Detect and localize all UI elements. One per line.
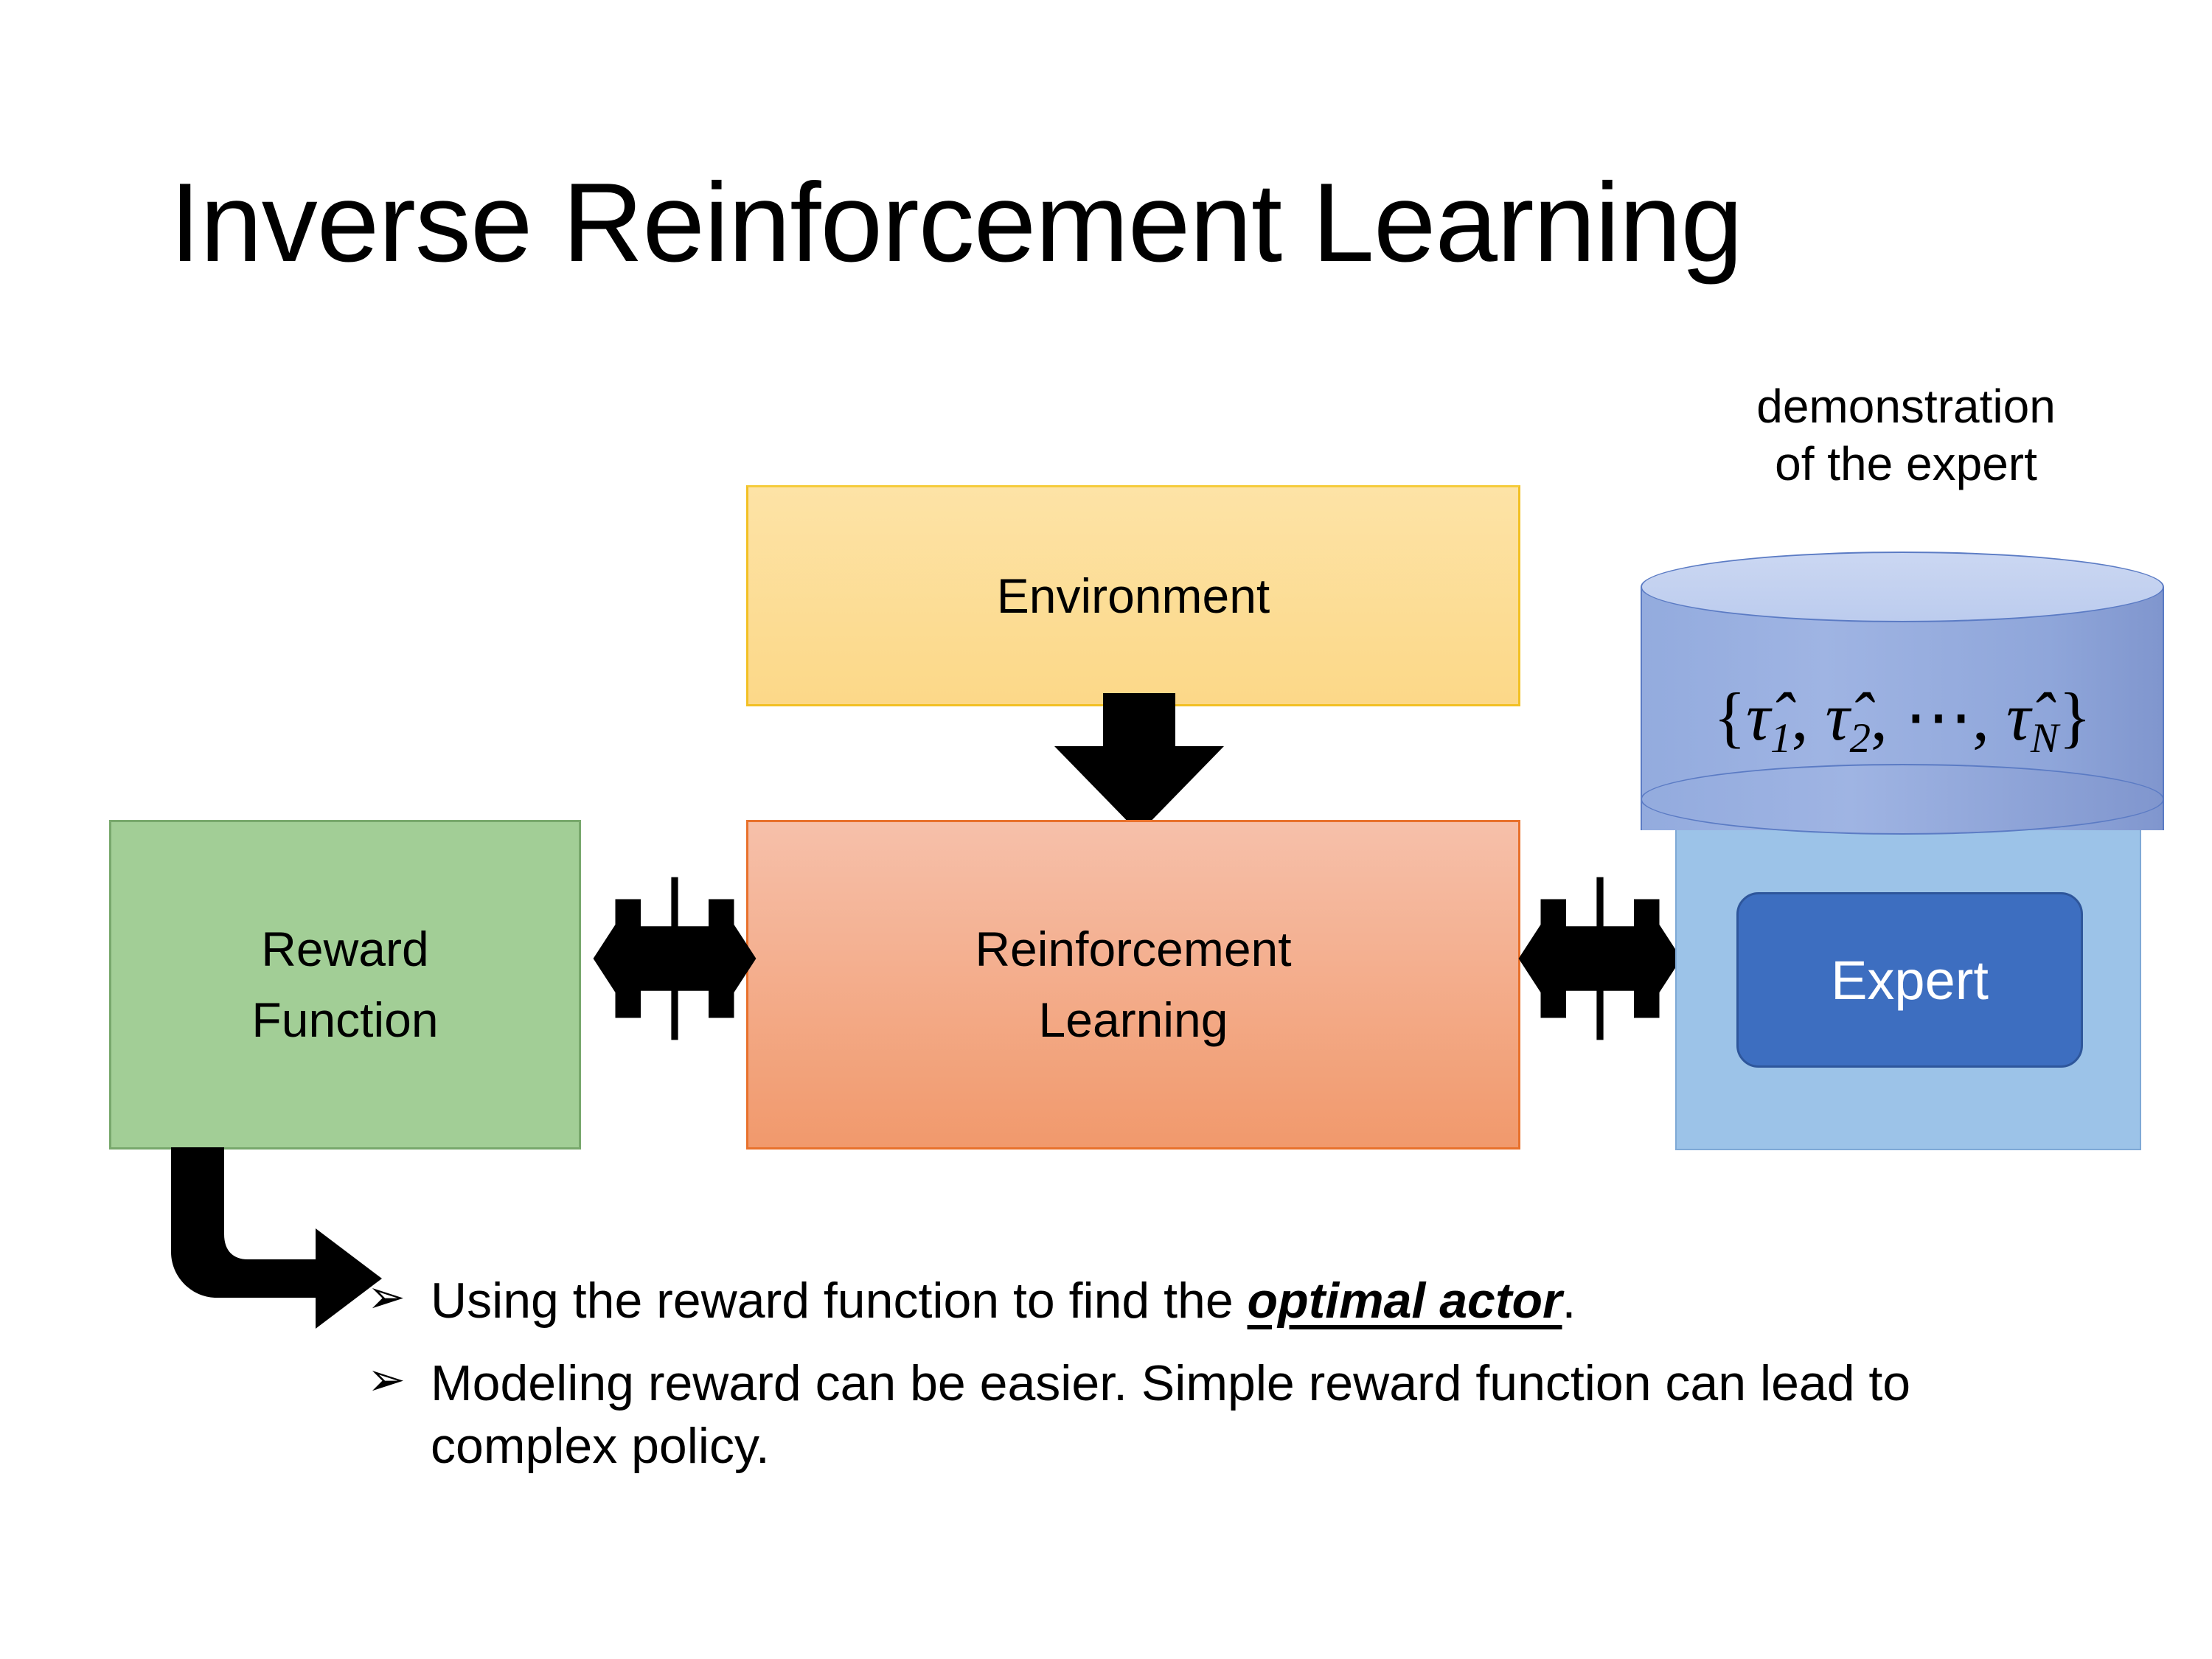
demonstration-caption: demonstration of the expert [1652,378,2160,493]
elbow-arrow-icon [171,1147,382,1329]
environment-node: Environment [746,485,1520,706]
bullet-arrow-icon: ➢ [367,1272,406,1323]
formula-open-brace: { [1713,679,1747,754]
bullet-1-suffix: . [1562,1273,1576,1329]
demonstration-caption-line2: of the expert [1775,437,2037,491]
reward-label-line2: Function [251,992,439,1047]
demonstration-caption-line1: demonstration [1756,380,2056,433]
cylinder-top-ellipse [1641,552,2164,622]
reward-label-line1: Reward [261,921,429,976]
bullet-1-emphasis: optimal actor [1247,1273,1562,1329]
trajectory-set-formula: {τ̂1, τ̂2, ⋯, τ̂N} [1641,677,2164,762]
rl-label-line2: Learning [1038,992,1228,1047]
formula-sub-n: N [2030,715,2059,762]
reinforcement-learning-node: Reinforcement Learning [746,820,1520,1150]
expert-node: Expert [1736,892,2083,1068]
demonstration-cylinder: {τ̂1, τ̂2, ⋯, τ̂N} [1641,552,2164,861]
formula-tau-n: τ̂ [2006,679,2031,754]
reward-function-node: Reward Function [109,820,581,1150]
down-arrow-icon [1054,693,1224,833]
bullet-1-prefix: Using the reward function to find the [431,1273,1248,1329]
bullet-text-2: Modeling reward can be easier. Simple re… [431,1354,1911,1475]
list-item: ➢ Modeling reward can be easier. Simple … [367,1352,2085,1478]
formula-ellipsis: ⋯ [1904,679,1972,754]
bullet-list: ➢ Using the reward function to find the … [367,1270,2085,1498]
formula-comma-3: , [1972,679,2006,754]
formula-tau-1: τ̂ [1746,679,1770,754]
formula-comma-1: , [1791,679,1826,754]
formula-sub-1: 1 [1770,715,1792,762]
environment-label: Environment [996,568,1270,623]
list-item: ➢ Using the reward function to find the … [367,1270,2085,1333]
rl-label-line1: Reinforcement [975,921,1292,976]
quad-arrow-icon [593,877,757,1040]
quad-arrow-icon [1518,877,1682,1040]
formula-close-brace: } [2058,679,2092,754]
formula-sub-2: 2 [1849,715,1871,762]
formula-comma-2: , [1870,679,1905,754]
cylinder-bottom-ellipse [1641,764,2164,835]
bullet-arrow-icon: ➢ [367,1354,406,1405]
formula-tau-2: τ̂ [1825,679,1850,754]
bullet-text-1: Using the reward function to find the op… [431,1270,2085,1333]
page-title: Inverse Reinforcement Learning [170,160,1743,285]
expert-label: Expert [1831,949,1989,1011]
